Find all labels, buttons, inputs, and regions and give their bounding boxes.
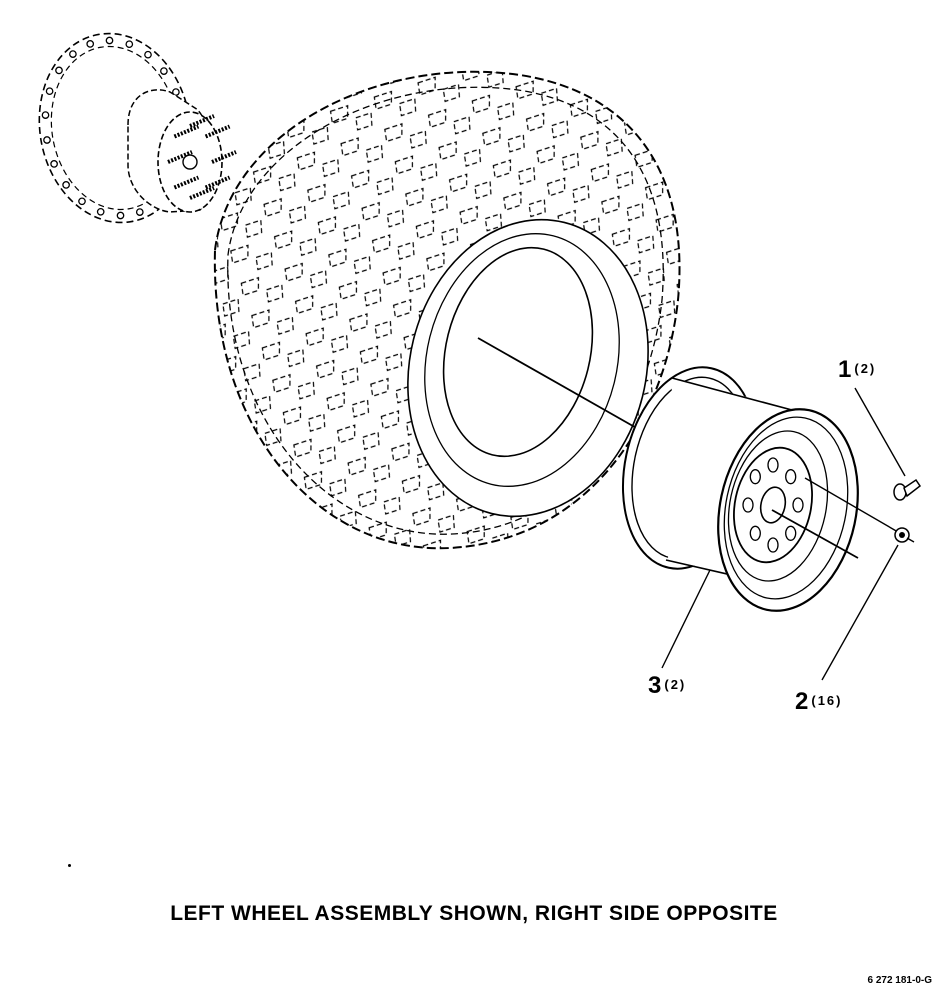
center-line-rim [771,509,859,559]
rim-barrel-top [671,377,793,411]
bolt-hole [116,211,125,220]
bolt-hole [86,40,95,48]
rim-slot [792,497,804,513]
wheel-stud [173,124,200,139]
leader-line-2 [821,544,899,681]
center-line-to-nut [804,477,899,533]
tire-bead-outer [424,233,620,487]
bolt-hole [43,136,51,144]
wheel-stud [167,150,193,164]
leader-line-3 [661,569,711,669]
callout-3-quantity: (2) [664,677,687,692]
bolt-hole [125,40,134,49]
bolt-hole [144,50,152,59]
tire [213,70,681,550]
valve-stem [893,478,922,501]
rim-slot [749,525,761,541]
bolt-hole [62,181,70,189]
stray-dot [68,864,71,867]
rim-slot [785,525,797,541]
bolt-hole [41,111,50,119]
bolt-hole [45,87,54,96]
bolt-hole [160,67,168,75]
tire-outline [213,70,681,550]
wheel-stud [204,124,231,139]
rim [621,366,859,612]
callout-1-number: 1 [838,356,852,383]
wheel-stud [189,114,215,128]
hub-center [182,154,198,170]
bolt-hole [55,66,63,75]
callout-2-quantity: (16) [811,693,843,708]
bolt-hole [105,36,114,45]
callout-3: 3(2) [648,672,686,700]
rim-slot [749,469,761,485]
drawing-number: 6 272 181-0-G [867,975,933,986]
rim-front-flange-inner [723,416,849,600]
figure-caption: LEFT WHEEL ASSEMBLY SHOWN, RIGHT SIDE OP… [170,902,778,925]
wheel-stud [173,175,200,190]
hub-studs [167,114,237,200]
rim-slot [767,457,779,473]
callout-3-number: 3 [648,672,662,699]
bolt-hole [69,50,77,58]
rim-disc-slots [742,457,804,553]
bolt-hole [135,208,144,216]
callout-2: 2(16) [795,688,842,716]
tire-sidewall [407,218,649,518]
wheel-stud [211,150,237,164]
wheel-hub [38,32,237,224]
rim-slot [785,469,797,485]
bolt-hole [78,197,86,206]
leader-line-1 [854,387,906,477]
lug-nut [894,527,915,543]
callout-1: 1(2) [838,356,876,384]
rim-well [727,430,829,582]
callout-1-quantity: (2) [854,361,877,376]
bolt-hole [50,160,58,168]
bolt-hole [96,207,105,216]
bolt-hole [172,88,180,96]
wheel-stud [189,186,215,200]
assembly-center-line [477,337,641,431]
callout-2-number: 2 [795,688,809,715]
rim-slot [767,537,779,553]
rim-slot [742,497,754,513]
wheel-stud [204,175,231,190]
tire-bead-inner [442,246,594,458]
tire-outline-inner [227,86,664,535]
